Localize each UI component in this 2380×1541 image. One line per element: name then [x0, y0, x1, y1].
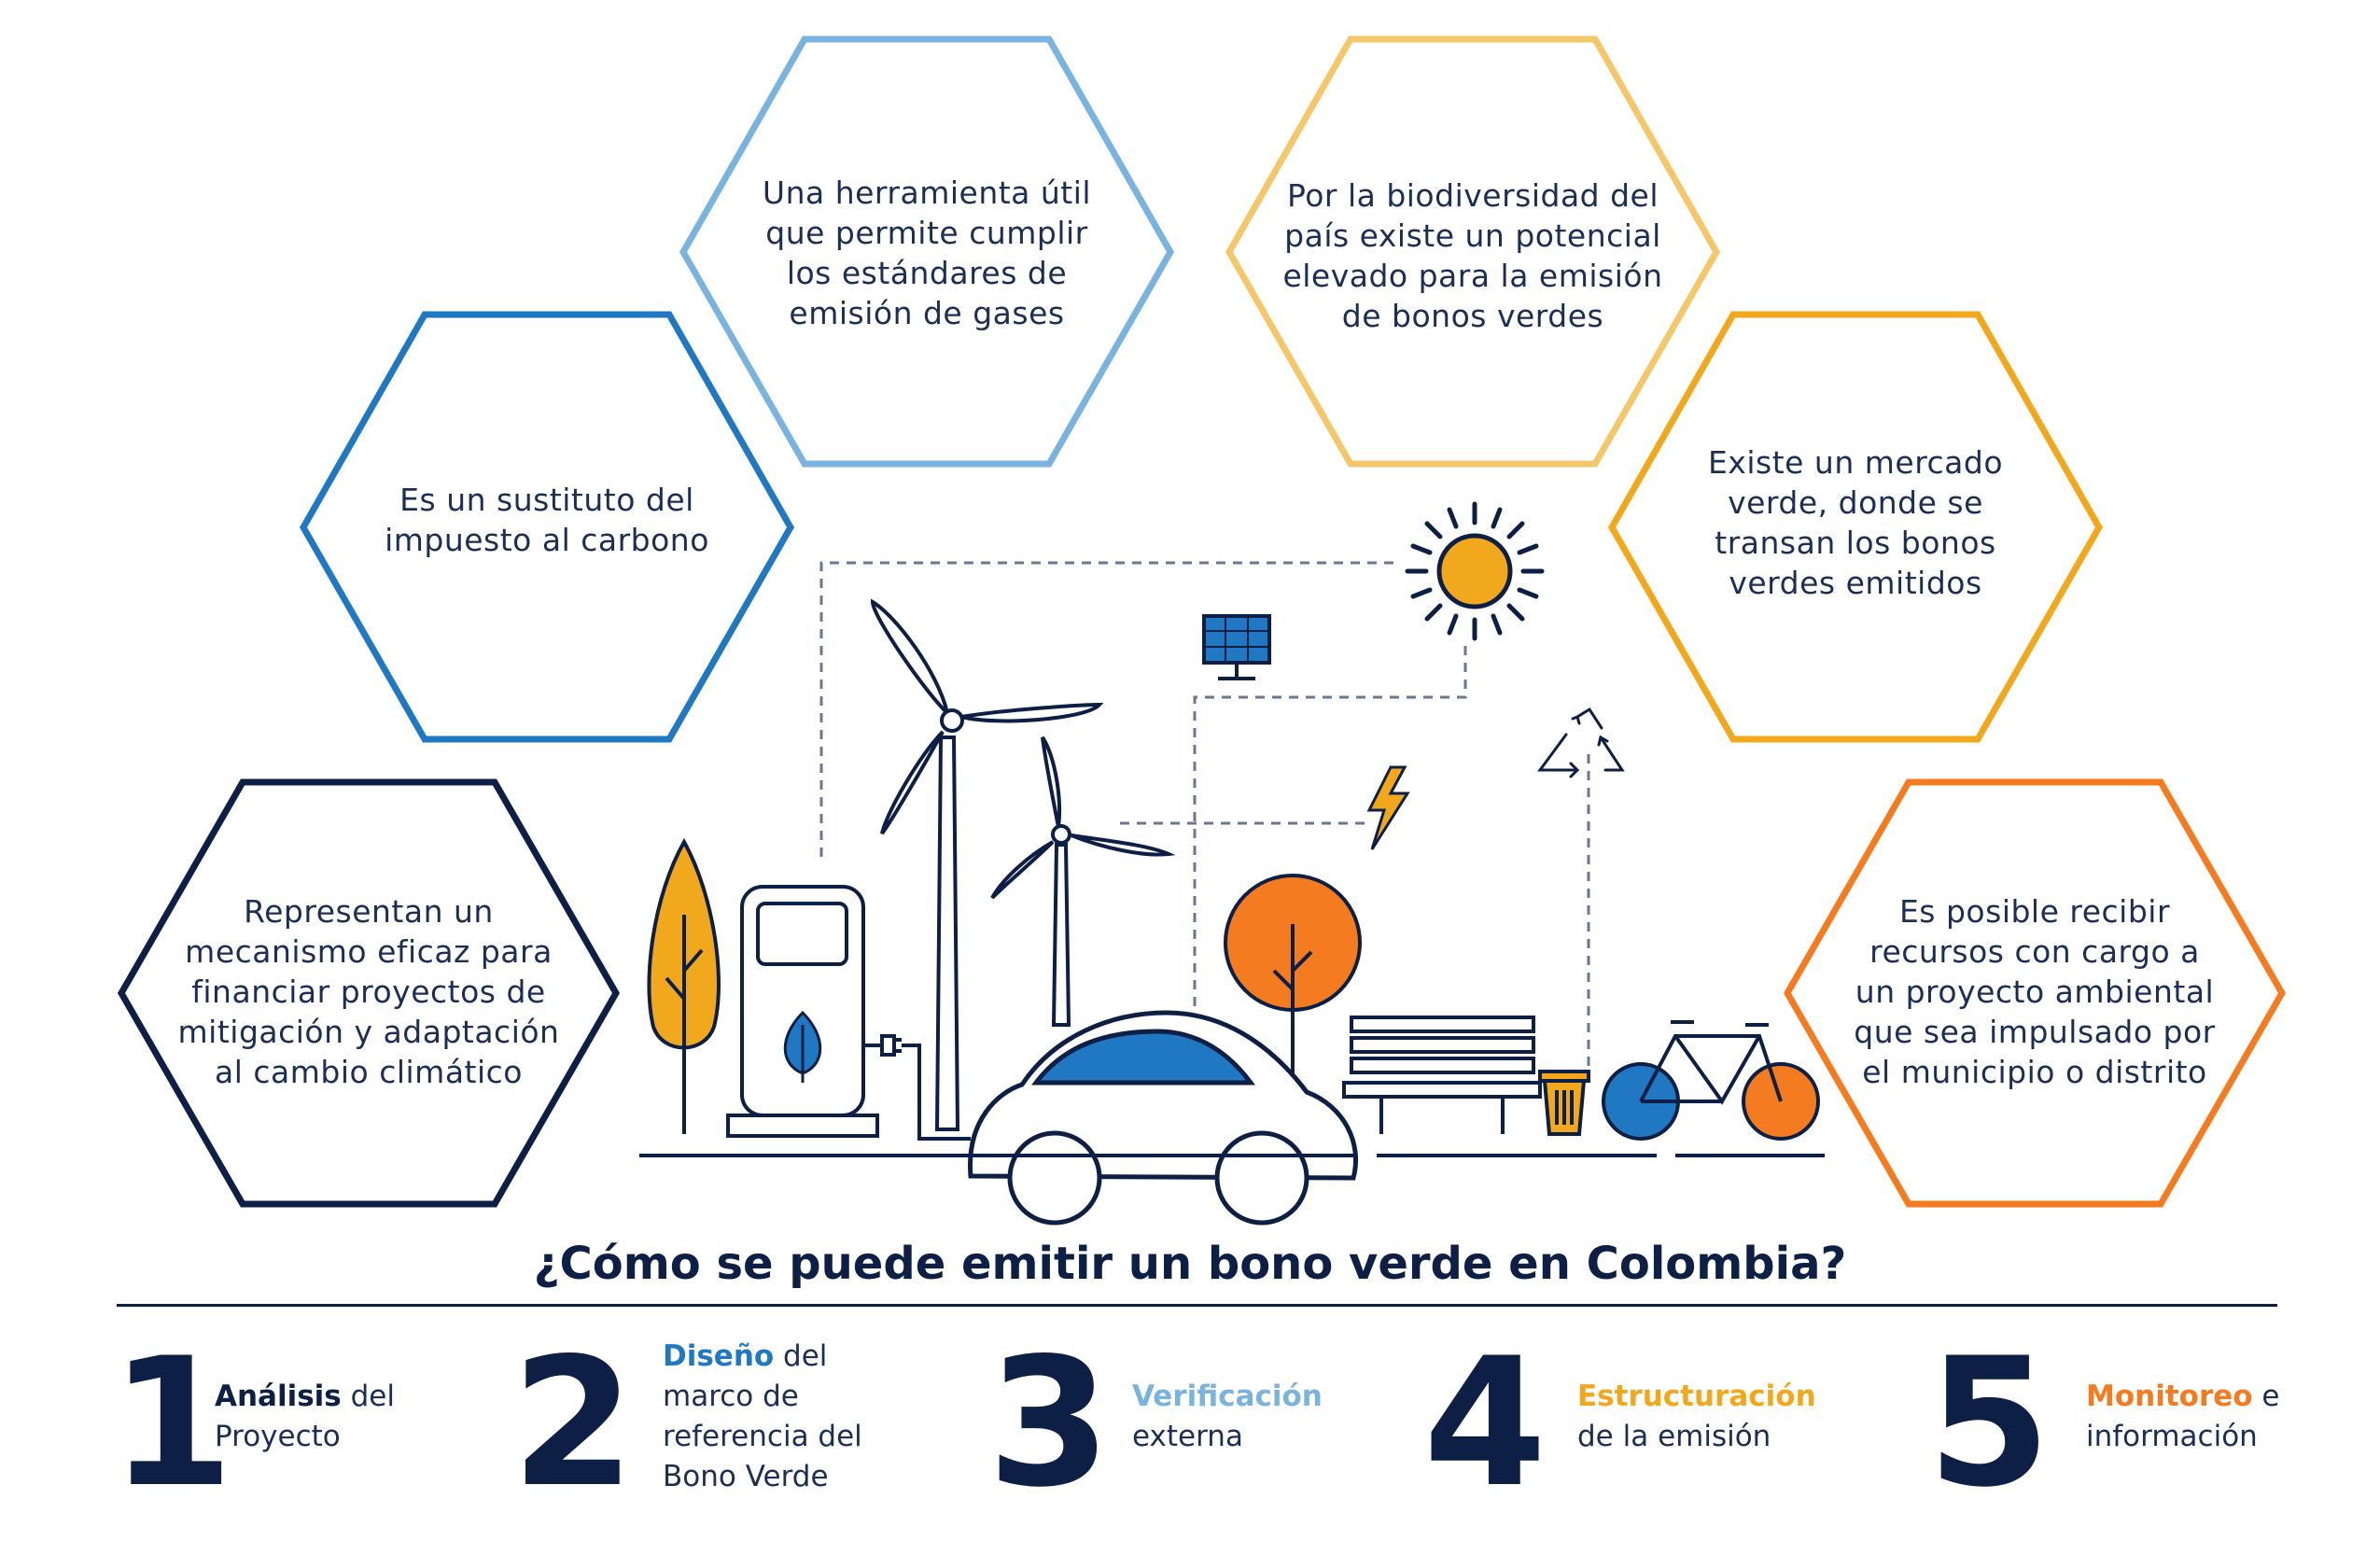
- hexagon-6: [1783, 778, 2287, 1208]
- bench-icon: [1342, 1016, 1542, 1134]
- solar-panel-icon: [1202, 614, 1271, 680]
- step-label: Diseño del marco de referencia del Bono …: [663, 1339, 862, 1493]
- electric-car-icon: [968, 1010, 1359, 1226]
- step-number: 5: [1927, 1320, 2051, 1526]
- hexagon-4: [1225, 35, 1721, 468]
- step-keyword: Monitoreo: [2086, 1380, 2253, 1413]
- divider: [117, 1304, 2277, 1307]
- leaf-icon: [783, 1010, 822, 1083]
- lightning-icon: [1366, 765, 1410, 850]
- trash-bin-icon: [1538, 1070, 1590, 1136]
- section-title: ¿Cómo se puede emitir un bono verde en C…: [533, 1238, 1847, 1290]
- step-keyword: Análisis: [215, 1380, 342, 1413]
- tree-icon: [1224, 874, 1362, 1073]
- dashed-connectors: [819, 561, 1590, 1083]
- tree-icon: [647, 837, 721, 1134]
- step-label: Análisis del Proyecto: [215, 1380, 395, 1453]
- hexagon-2: [299, 311, 795, 743]
- charging-station-icon: [726, 885, 971, 1141]
- hexagon-5: [1607, 311, 2104, 743]
- step-number: 3: [987, 1320, 1112, 1526]
- step-keyword: Verificación: [1132, 1380, 1323, 1413]
- hexagon-1: [117, 778, 621, 1208]
- wind-turbine-icon: [870, 598, 1176, 1131]
- step-number: 1: [110, 1320, 234, 1526]
- step-number: 4: [1423, 1320, 1547, 1526]
- step-number: 2: [511, 1320, 636, 1526]
- step-label: Monitoreo e información: [2086, 1380, 2280, 1453]
- step-label: Verificación externa: [1132, 1380, 1323, 1453]
- recycle-icon: [1537, 707, 1625, 778]
- step-label: Estructuración de la emisión: [1577, 1380, 1816, 1453]
- step-keyword: Diseño: [663, 1339, 775, 1373]
- step-keyword: Estructuración: [1577, 1380, 1816, 1413]
- hexagon-3: [679, 35, 1175, 468]
- sun-icon: [1405, 501, 1545, 641]
- bicycle-icon: [1602, 1020, 1820, 1141]
